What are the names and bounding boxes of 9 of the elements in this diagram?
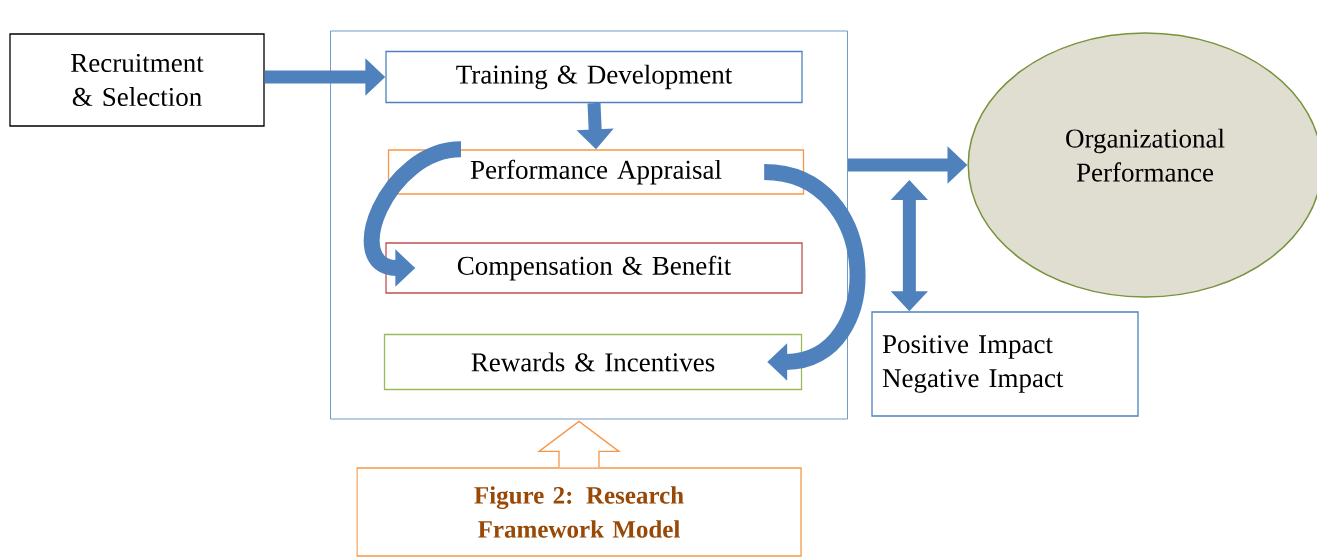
hollow-arrow: [537, 420, 621, 468]
caption-box: Figure 2: Research Framework Model: [356, 467, 802, 557]
frame-box: [330, 30, 848, 420]
process-box: Training & Development: [385, 50, 803, 104]
process-box: Recruitment & Selection: [9, 33, 265, 127]
process-box: Compensation & Benefit: [385, 242, 803, 294]
process-box: Rewards & Incentives: [383, 333, 803, 391]
process-box: Positive Impact Negative Impact: [871, 311, 1139, 417]
process-box: Performance Appraisal: [387, 149, 805, 195]
